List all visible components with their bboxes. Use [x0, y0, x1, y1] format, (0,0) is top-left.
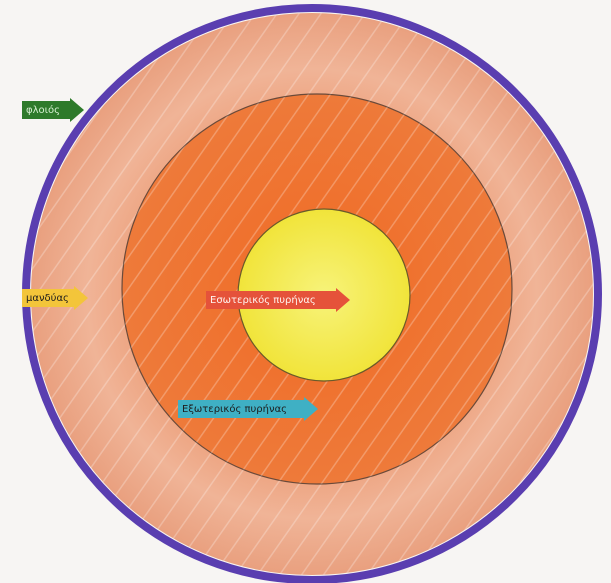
- crust-arrow: φλοιός: [22, 98, 84, 122]
- inner-core-label: Εσωτερικός πυρήνας: [206, 291, 336, 309]
- arrowhead-icon: [74, 286, 88, 310]
- arrowhead-icon: [304, 397, 318, 421]
- outer-core-label: Εξωτερικός πυρήνας: [178, 400, 304, 418]
- mantle-label: μανδύας: [22, 289, 74, 307]
- arrowhead-icon: [336, 288, 350, 312]
- crust-label: φλοιός: [22, 101, 70, 119]
- mantle-arrow: μανδύας: [22, 286, 88, 310]
- inner-core-arrow: Εσωτερικός πυρήνας: [206, 288, 350, 312]
- arrowhead-icon: [70, 98, 84, 122]
- outer-core-arrow: Εξωτερικός πυρήνας: [178, 397, 318, 421]
